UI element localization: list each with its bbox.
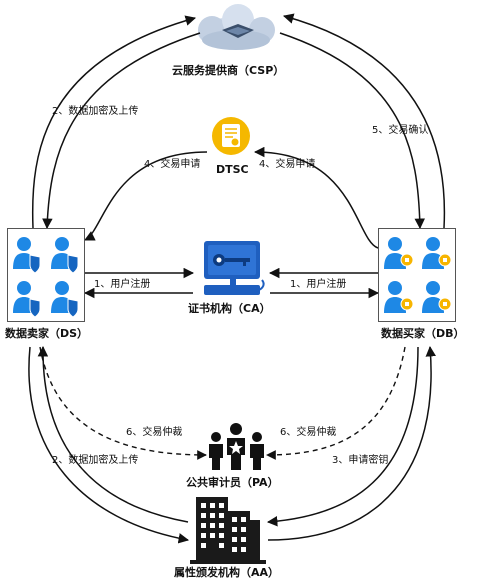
arrow-dtsc-to-ds bbox=[84, 151, 208, 241]
aa-label: 属性颁发机构（AA） bbox=[174, 566, 280, 579]
buyer-users-icon bbox=[384, 237, 452, 313]
arrow-csp-to-ds bbox=[42, 32, 201, 230]
arrow-aa-to-db bbox=[267, 345, 436, 541]
arrow-ds-to-csp bbox=[31, 15, 197, 229]
ds-label: 数据卖家（DS） bbox=[5, 327, 89, 340]
arrow-db-to-dtsc bbox=[253, 146, 379, 249]
seller-users-box bbox=[7, 228, 85, 322]
edge-label-ds-pa-arbitration: 6、交易仲裁 bbox=[126, 427, 183, 438]
arrow-db-to-pa bbox=[266, 346, 406, 460]
edge-label-ds-ca-register: 1、用户注册 bbox=[94, 279, 151, 290]
edge-label-db-csp-confirm: 5、交易确认 bbox=[372, 125, 429, 136]
db-label: 数据买家（DB） bbox=[381, 327, 465, 340]
arrow-ds-to-pa bbox=[39, 346, 207, 460]
arrow-aa-to-ds bbox=[37, 345, 189, 523]
auditor-group-icon bbox=[209, 423, 264, 470]
dtsc-certificate-icon bbox=[212, 117, 250, 155]
edge-label-db-ca-register: 1、用户注册 bbox=[290, 279, 347, 290]
edge-label-ds-csp-upload: 2、数据加密及上传 bbox=[52, 106, 139, 117]
csp-label: 云服务提供商（CSP） bbox=[172, 64, 285, 77]
arrow-ds-to-aa bbox=[28, 346, 190, 544]
arrow-db-to-aa bbox=[266, 346, 419, 527]
seller-users-icon bbox=[13, 237, 79, 318]
pa-label: 公共审计员（PA） bbox=[186, 476, 279, 489]
arrow-db-to-csp bbox=[282, 13, 446, 229]
cloud-icon bbox=[198, 4, 275, 50]
edge-label-dtsc-ds-request: 4、交易申请 bbox=[144, 159, 201, 170]
buyer-users-box bbox=[378, 228, 456, 322]
edge-label-db-pa-arbitration: 6、交易仲裁 bbox=[280, 427, 337, 438]
ca-machine-icon bbox=[204, 241, 265, 295]
dtsc-label: DTSC bbox=[216, 163, 249, 176]
edge-label-ds-aa-upload: 2、数据加密及上传 bbox=[52, 455, 139, 466]
edge-label-db-aa-key: 3、申请密钥 bbox=[332, 455, 389, 466]
aa-building-icon bbox=[190, 497, 266, 564]
ca-label: 证书机构（CA） bbox=[188, 302, 271, 315]
edge-label-db-dtsc-request: 4、交易申请 bbox=[259, 159, 316, 170]
arrow-csp-to-db bbox=[279, 32, 426, 230]
